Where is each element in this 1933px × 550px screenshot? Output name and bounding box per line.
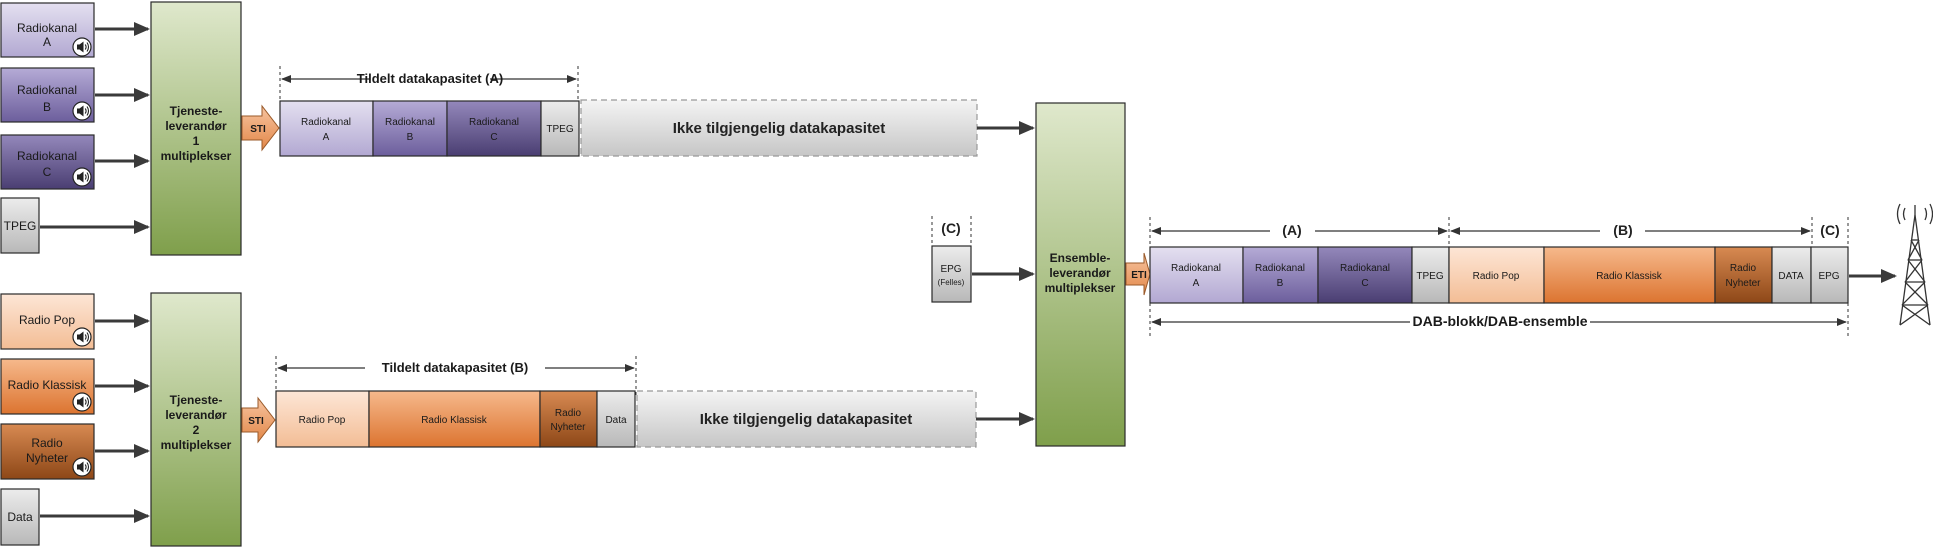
label: STI bbox=[250, 124, 266, 135]
label: A bbox=[1193, 278, 1200, 289]
label: TPEG bbox=[546, 124, 573, 135]
label: Data bbox=[605, 415, 627, 426]
label: C bbox=[43, 165, 52, 179]
unavailable-capacity-bottom: Ikke tilgjengelig datakapasitet bbox=[636, 390, 977, 448]
label: ETI bbox=[1131, 270, 1147, 281]
label: C bbox=[1361, 278, 1368, 289]
label: EPG bbox=[940, 264, 961, 275]
label: Radiokanal bbox=[17, 21, 77, 35]
speaker-icon bbox=[72, 457, 92, 477]
label: Ensemble- bbox=[1050, 251, 1111, 265]
bottom-input-data: Data bbox=[0, 488, 40, 546]
epg-input: (C) EPG (Felles) bbox=[931, 216, 972, 303]
label: Radiokanal bbox=[17, 149, 77, 163]
label: multiplekser bbox=[161, 438, 232, 452]
label: multiplekser bbox=[161, 149, 232, 163]
label: Radio Pop bbox=[299, 415, 346, 426]
bottom-input-radio-pop: Radio Pop bbox=[0, 293, 95, 350]
label: C bbox=[490, 132, 497, 143]
top-input-radiokanal-b: Radiokanal B bbox=[0, 67, 95, 123]
label: Radio bbox=[1730, 263, 1757, 274]
label: 1 bbox=[193, 134, 200, 148]
ensemble-brackets: (A) (B) (C) bbox=[1149, 217, 1849, 246]
top-stream: Radiokanal A Radiokanal B Radiokanal C T… bbox=[279, 100, 580, 157]
label: (C) bbox=[941, 220, 960, 236]
label: Ikke tilgjengelig datakapasitet bbox=[673, 120, 886, 137]
label: TPEG bbox=[4, 219, 37, 233]
label: Radio Klassisk bbox=[421, 415, 488, 426]
capacity-bracket-a: Tildelt datakapasitet (A) bbox=[279, 66, 579, 106]
label: Nyheter bbox=[1725, 278, 1761, 289]
label: leverandør bbox=[165, 119, 227, 133]
label: B bbox=[43, 100, 51, 114]
service-provider-mux-1: Tjeneste- leverandør 1 multiplekser bbox=[150, 1, 242, 256]
label: DATA bbox=[1778, 271, 1804, 282]
label: multiplekser bbox=[1045, 281, 1116, 295]
label: Radiokanal bbox=[1340, 263, 1390, 274]
label: 2 bbox=[193, 423, 200, 437]
dab-ensemble-bracket: DAB-blokk/DAB-ensemble bbox=[1149, 303, 1849, 338]
label: Tjeneste- bbox=[170, 104, 223, 118]
label: Nyheter bbox=[550, 422, 586, 433]
speaker-icon bbox=[72, 101, 92, 121]
label: DAB-blokk/DAB-ensemble bbox=[1412, 313, 1587, 329]
ensemble-mux: Ensemble- leverandør multiplekser bbox=[1035, 102, 1126, 447]
label: Radio Klassisk bbox=[1596, 271, 1663, 282]
label: Radiokanal bbox=[385, 117, 435, 128]
label: (Felles) bbox=[938, 278, 965, 287]
label: Radiokanal bbox=[17, 83, 77, 97]
label: Nyheter bbox=[26, 451, 68, 465]
service-provider-mux-2: Tjeneste- leverandør 2 multiplekser bbox=[150, 292, 242, 547]
label: TPEG bbox=[1416, 271, 1443, 282]
label: Tildelt datakapasitet (A) bbox=[357, 71, 503, 86]
label: Radiokanal bbox=[1255, 263, 1305, 274]
sti-arrow-bottom: STI bbox=[241, 396, 276, 444]
bottom-input-radio-klassisk: Radio Klassisk bbox=[0, 358, 95, 415]
ensemble-stream: Radiokanal A Radiokanal B Radiokanal C T… bbox=[1149, 246, 1849, 304]
label: EPG bbox=[1818, 271, 1839, 282]
label: Radiokanal bbox=[469, 117, 519, 128]
speaker-icon bbox=[72, 392, 92, 412]
sti-arrow-top: STI bbox=[241, 104, 280, 152]
label: Radio bbox=[31, 436, 63, 450]
label: B bbox=[407, 132, 414, 143]
label: Radiokanal bbox=[1171, 263, 1221, 274]
label: (B) bbox=[1613, 222, 1632, 238]
capacity-bracket-b: Tildelt datakapasitet (B) bbox=[275, 356, 637, 396]
bottom-stream: Radio Pop Radio Klassisk Radio Nyheter D… bbox=[275, 390, 636, 448]
label: Tildelt datakapasitet (B) bbox=[382, 360, 528, 375]
label: (C) bbox=[1820, 222, 1839, 238]
speaker-icon bbox=[72, 167, 92, 187]
label: leverandør bbox=[1049, 266, 1111, 280]
top-input-tpeg: TPEG bbox=[0, 197, 40, 254]
label: Data bbox=[7, 510, 33, 524]
label: (A) bbox=[1282, 222, 1301, 238]
label: Radio Klassisk bbox=[8, 378, 88, 392]
eti-arrow: ETI bbox=[1125, 252, 1151, 296]
top-input-radiokanal-c: Radiokanal C bbox=[0, 134, 95, 190]
top-input-radiokanal-a: Radiokanal A bbox=[0, 2, 95, 58]
label: Ikke tilgjengelig datakapasitet bbox=[700, 411, 913, 428]
label: B bbox=[1277, 278, 1284, 289]
label: Radio Pop bbox=[1473, 271, 1520, 282]
transmitter-tower-icon bbox=[1896, 203, 1933, 326]
bottom-input-radio-nyheter: Radio Nyheter bbox=[0, 423, 95, 480]
label: Tjeneste- bbox=[170, 393, 223, 407]
label: A bbox=[323, 132, 330, 143]
label: A bbox=[43, 35, 51, 49]
label: Radio Pop bbox=[19, 313, 75, 327]
unavailable-capacity-top: Ikke tilgjengelig datakapasitet bbox=[580, 99, 978, 157]
label: Radiokanal bbox=[301, 117, 351, 128]
speaker-icon bbox=[72, 37, 92, 57]
label: leverandør bbox=[165, 408, 227, 422]
label: Radio bbox=[555, 408, 582, 419]
speaker-icon bbox=[72, 327, 92, 347]
label: STI bbox=[248, 416, 264, 427]
